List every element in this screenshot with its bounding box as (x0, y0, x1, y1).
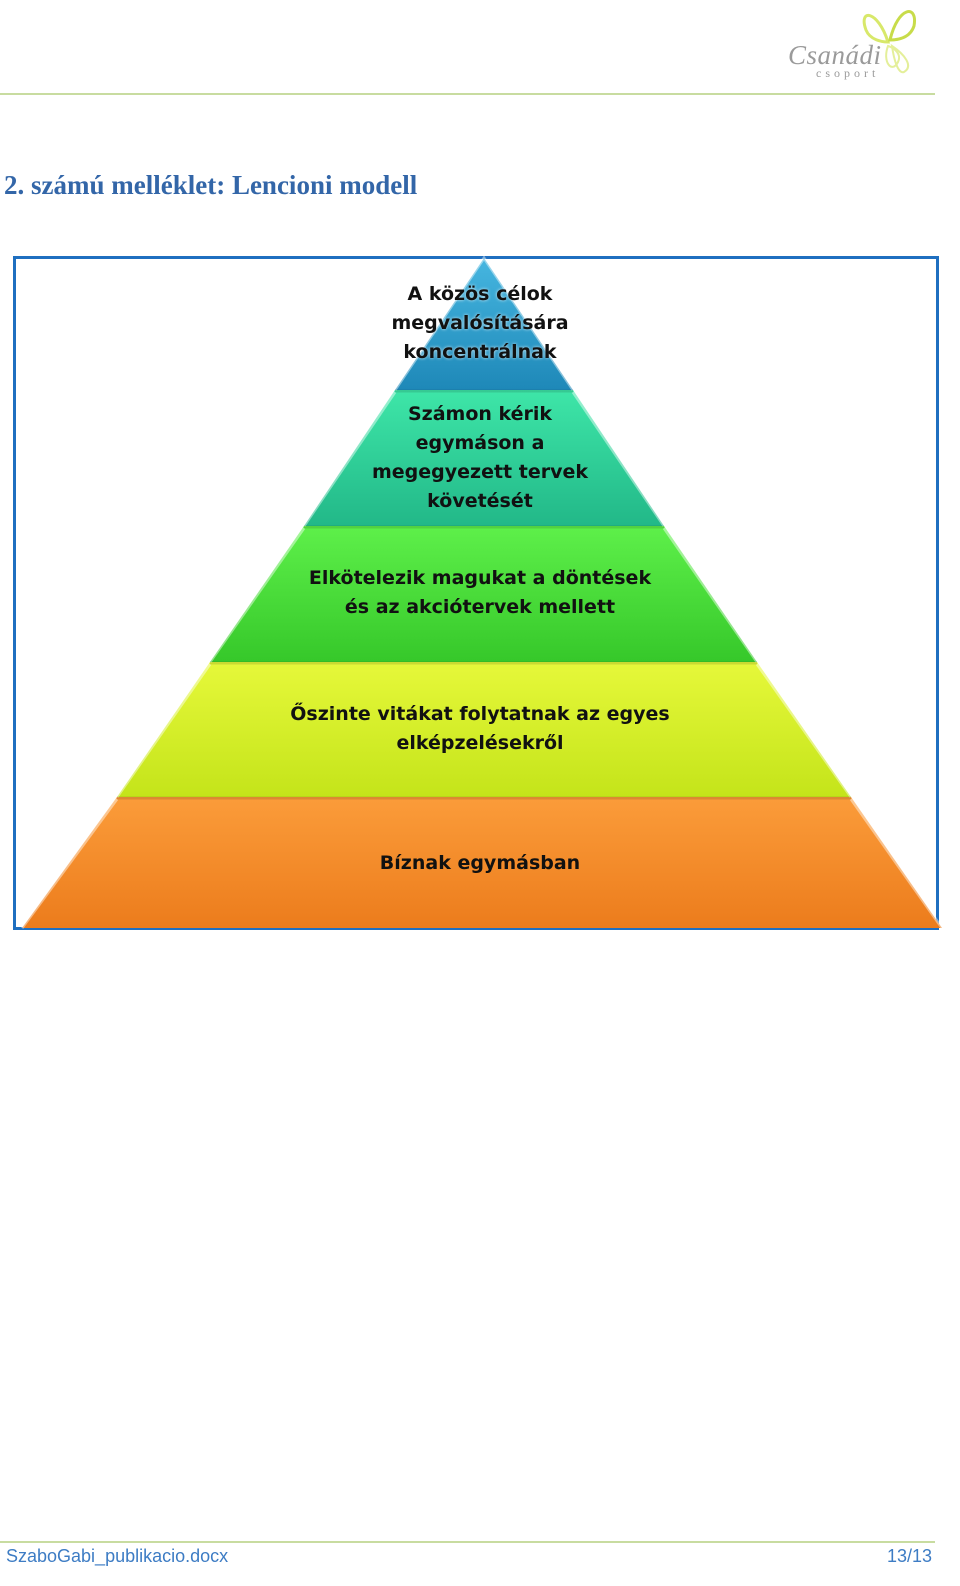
footer-filename: SzaboGabi_publikacio.docx (6, 1546, 229, 1566)
pyramid-tier-2-label: Őszinte vitákat folytatnak az egyes elké… (290, 703, 670, 754)
pyramid-tier-3-label: Elkötelezik magukat a döntések és az akc… (308, 567, 652, 618)
company-logo: Csanádi csoport (778, 0, 938, 88)
page-title: 2. számú melléklet: Lencioni modell (4, 170, 418, 200)
pyramid-tier-1-label: Bíznak egymásban (379, 852, 581, 874)
butterfly-logo-icon (862, 10, 916, 74)
logo-name: Csanádi (788, 40, 882, 70)
pyramid-tier-5-label: A közös célok megvalósítására koncentrál… (391, 283, 569, 363)
pyramid-tier-2 (117, 662, 851, 797)
footer-divider (0, 1541, 935, 1543)
pyramid-tier-1 (22, 797, 942, 928)
footer-page-number: 13/13 (886, 1546, 932, 1566)
lencioni-pyramid (22, 258, 942, 928)
pyramid-tier-4-label: Számon kérik egymáson a megegyezett terv… (371, 403, 588, 512)
header-divider (0, 93, 935, 95)
pyramid-tier-3 (210, 526, 757, 662)
logo-subtitle: csoport (816, 66, 880, 80)
pyramid-tier-4 (304, 390, 664, 526)
pyramid-tier-5 (395, 258, 573, 390)
